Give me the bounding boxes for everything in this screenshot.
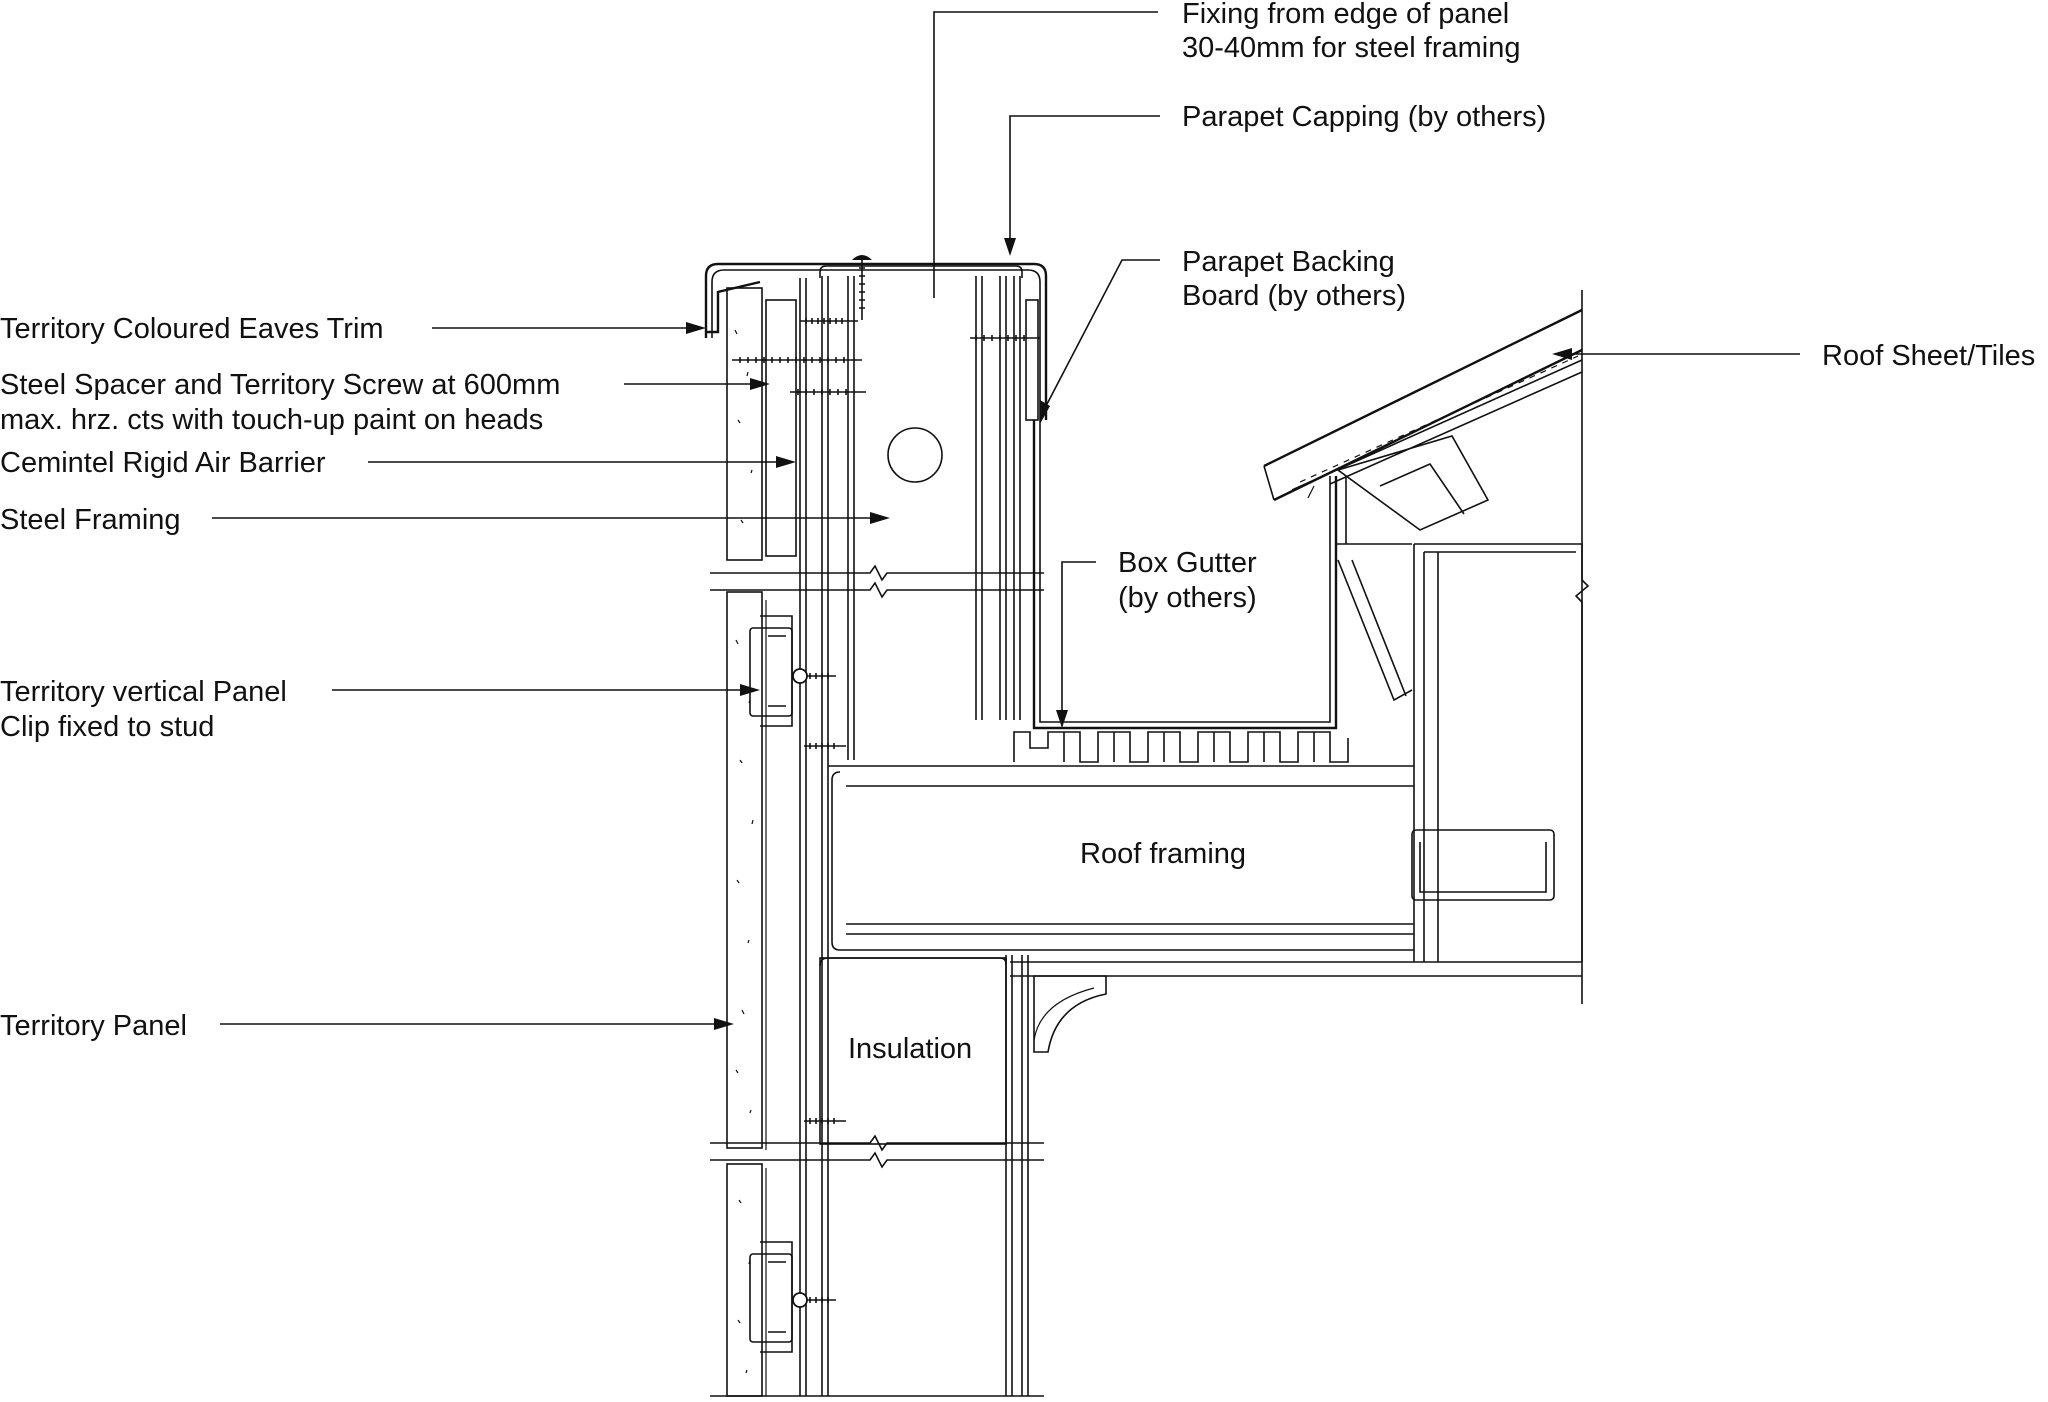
label-box-gutter-line1: Box Gutter [1118,547,1257,579]
label-roof-sheet: Roof Sheet/Tiles [1822,340,2035,372]
leader-lines [212,11,1800,1030]
rigid-air-barrier [765,299,797,557]
label-insulation: Insulation [848,1033,972,1065]
label-backing-line2: Board (by others) [1182,280,1406,312]
label-territory-panel: Territory Panel [0,1010,187,1042]
label-roof-framing: Roof framing [1080,838,1246,870]
parapet-backing-board [1025,299,1039,421]
gutter-high-side [1335,476,1347,544]
panel-clip-upper [749,615,793,727]
rafter-c-section [1411,543,1583,962]
label-clip-line1: Territory vertical Panel [0,676,287,708]
parapet-capping [704,262,1048,420]
label-clip-line2: Clip fixed to stud [0,711,214,743]
label-steel-framing: Steel Framing [0,504,181,536]
roof-sheet [1263,308,1583,502]
roof-purlins [1336,435,1490,702]
wall-assembly [704,255,1048,1397]
ceiling-line [1010,961,1582,977]
break-line-lower [710,1134,1044,1169]
screws [732,255,1040,1308]
label-spacer-line2: max. hrz. cts with touch-up paint on hea… [0,404,543,436]
corrugated-decking [1013,731,1349,763]
roof-assembly [828,290,1590,1053]
label-air-barrier: Cemintel Rigid Air Barrier [0,447,326,479]
annotation-labels: Fixing from edge of panel 30-40mm for st… [0,0,2035,1065]
right-wall-line [1574,290,1590,1004]
break-line-upper [710,564,1044,599]
label-backing-line1: Parapet Backing [1182,246,1395,278]
label-fixing-line2: 30-40mm for steel framing [1182,32,1520,64]
cornice [1033,975,1107,1053]
top-plate [819,265,1023,278]
label-spacer-line1: Steel Spacer and Territory Screw at 600m… [0,369,560,401]
panel-texture [734,329,754,1374]
eaves-trim [706,280,761,334]
service-hole [887,427,943,483]
box-gutter [1032,420,1338,730]
territory-panel-lower [726,1163,763,1397]
label-eaves-trim: Territory Coloured Eaves Trim [0,313,384,345]
roof-framing-beam [828,765,1414,951]
territory-panel-upper [726,287,763,561]
label-fixing-line1: Fixing from edge of panel [1182,0,1509,30]
label-parapet-capping: Parapet Capping (by others) [1182,101,1546,133]
label-box-gutter-line2: (by others) [1118,582,1257,614]
territory-panel-middle [726,591,763,1149]
panel-clip-lower [749,1241,793,1353]
